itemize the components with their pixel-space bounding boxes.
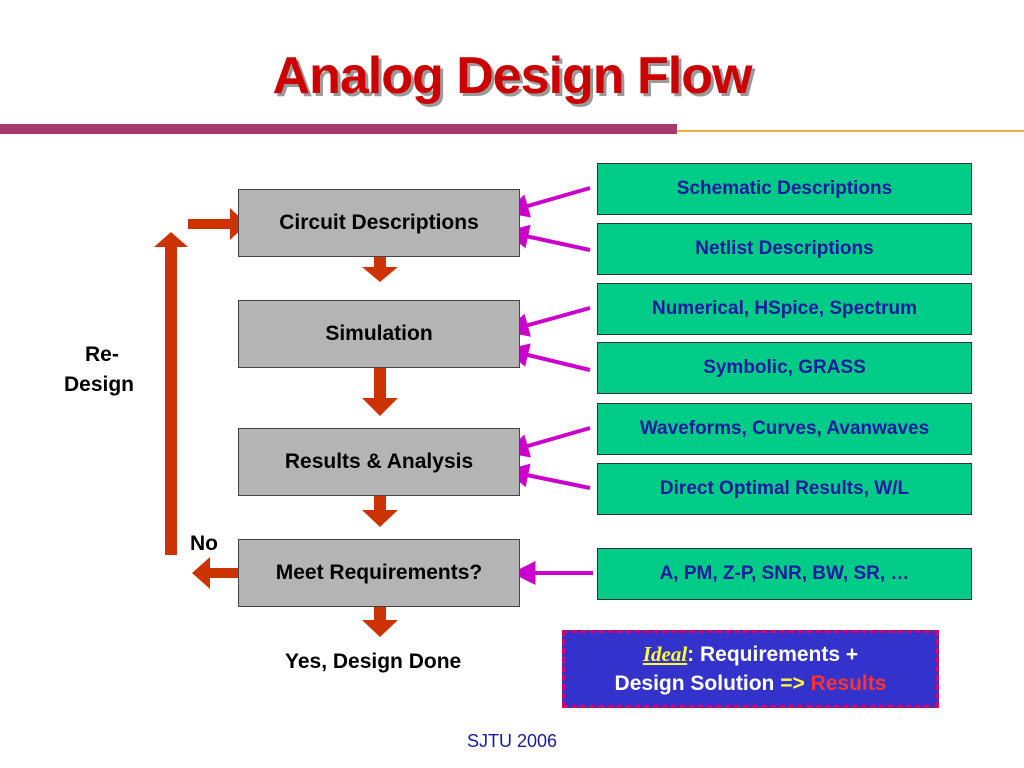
tool-box-schematic: Schematic Descriptions	[597, 163, 972, 215]
page-title: Analog Design Flow	[272, 47, 753, 105]
no-label: No	[190, 532, 218, 555]
flow-arrows	[154, 208, 398, 637]
tool-box-waveforms: Waveforms, Curves, Avanwaves	[597, 403, 972, 455]
ideal-line2-text: Design Solution	[614, 672, 781, 695]
connector-1	[504, 186, 591, 218]
ideal-results-text: Results	[804, 672, 887, 695]
redesign-label-line2: Design	[64, 373, 135, 396]
entry-arrow	[188, 208, 247, 240]
flow-box-results-analysis: Results & Analysis	[238, 428, 520, 496]
flow-box-meet-requirements: Meet Requirements?	[238, 539, 520, 607]
ideal-line-1: Ideal: Requirements +	[565, 640, 936, 669]
title-rule-right	[677, 130, 1024, 132]
ideal-box: Ideal: Requirements + Design Solution =>…	[562, 630, 939, 708]
down-arrow-3	[362, 490, 398, 527]
tool-box-numerical: Numerical, HSpice, Spectrum	[597, 283, 972, 335]
design-done-label: Yes, Design Done	[285, 650, 462, 673]
flow-box-circuit-descriptions: Circuit Descriptions	[238, 189, 520, 257]
down-arrow-2	[362, 360, 398, 416]
connector-arrows	[504, 186, 593, 585]
connector-3	[504, 306, 591, 337]
tool-box-symbolic: Symbolic, GRASS	[597, 342, 972, 394]
down-arrow-4	[362, 601, 398, 637]
footer-text: SJTU 2006	[466, 731, 558, 751]
ideal-word: Ideal	[642, 641, 688, 666]
connector-6	[504, 463, 591, 490]
connector-5	[504, 426, 591, 458]
down-arrow-1	[362, 248, 398, 282]
connector-4	[504, 343, 591, 372]
no-arrow	[192, 557, 246, 589]
flow-box-simulation: Simulation	[238, 300, 520, 368]
ideal-arrow-text: =>	[780, 672, 805, 695]
ideal-colon: :	[687, 642, 695, 666]
ideal-line1-text: Requirements +	[694, 642, 859, 666]
redesign-arrow	[154, 232, 188, 555]
title-rule-left	[0, 124, 677, 134]
tool-box-direct-optimal: Direct Optimal Results, W/L	[597, 463, 972, 515]
ideal-line-2: Design Solution => Results	[565, 669, 936, 698]
connector-2	[504, 224, 591, 252]
tool-box-requirements-specs: A, PM, Z-P, SNR, BW, SR, …	[597, 548, 972, 600]
tool-box-netlist: Netlist Descriptions	[597, 223, 972, 275]
redesign-label-line1: Re-	[85, 343, 119, 366]
